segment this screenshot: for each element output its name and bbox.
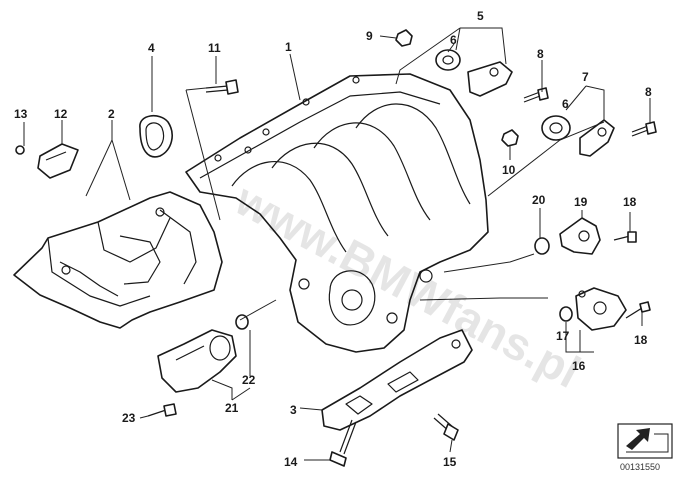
part-11-bolt: [205, 79, 239, 95]
callout-21: 21: [225, 401, 239, 415]
part-18-bolt-lower: [625, 301, 651, 319]
part-18-bolt-upper: [613, 231, 637, 243]
leader-lines: [23, 27, 651, 461]
callout-15: 15: [443, 455, 457, 469]
callout-20: 20: [532, 193, 546, 207]
callout-6-lower: 6: [562, 97, 569, 111]
part-19-sensor: [559, 217, 601, 255]
callout-16: 16: [572, 359, 586, 373]
callout-8-upper: 8: [537, 47, 544, 61]
callout-6-upper: 6: [450, 33, 457, 47]
callout-3: 3: [290, 403, 297, 417]
callout-18-lower: 18: [634, 333, 648, 347]
part-8-bolt-upper: [523, 87, 549, 103]
callout-19: 19: [574, 195, 588, 209]
part-20-seal: [534, 237, 550, 255]
reference-number: 00131550: [620, 462, 660, 472]
part-14-bolt: [329, 419, 357, 467]
part-23-bolt: [147, 403, 177, 417]
part-4-gasket: [139, 115, 173, 158]
part-17-seal: [559, 306, 573, 322]
callout-11: 11: [208, 41, 221, 55]
callout-7: 7: [582, 70, 589, 84]
part-15-bolt: [433, 413, 459, 441]
part-8-bolt-lower: [631, 121, 657, 137]
callout-18-upper: 18: [623, 195, 637, 209]
part-10-nut: [501, 129, 519, 147]
part-5-bracket: [467, 61, 513, 97]
callout-2: 2: [108, 107, 115, 121]
part-12-clip: [37, 143, 79, 179]
callout-14: 14: [284, 455, 298, 469]
callout-labels: 1 2 3 4 5 6 6 7 8 8 9 10 11 12 13 14 15 …: [14, 9, 652, 469]
part-1-intake-manifold: [185, 73, 489, 353]
callout-13: 13: [14, 107, 28, 121]
part-16-sensor: [575, 287, 627, 331]
callout-1: 1: [285, 40, 292, 54]
part-21-idle-valve: [157, 329, 237, 393]
callout-23: 23: [122, 411, 136, 425]
part-3-bracket: [321, 329, 473, 431]
callout-22: 22: [242, 373, 256, 387]
callout-5: 5: [477, 9, 484, 23]
part-13-screw: [15, 145, 25, 155]
callout-12: 12: [54, 107, 68, 121]
part-6-grommet-upper: [435, 49, 461, 71]
diagonal-arrow-icon: [617, 423, 673, 459]
part-6-grommet-lower: [541, 115, 571, 141]
part-9-nut: [395, 29, 413, 47]
callout-9: 9: [366, 29, 373, 43]
callout-4: 4: [148, 41, 155, 55]
callout-10: 10: [502, 163, 516, 177]
callout-8-lower: 8: [645, 85, 652, 99]
part-2-intake-cover: [13, 191, 223, 329]
callout-17: 17: [556, 329, 570, 343]
part-22-seal: [235, 314, 249, 330]
